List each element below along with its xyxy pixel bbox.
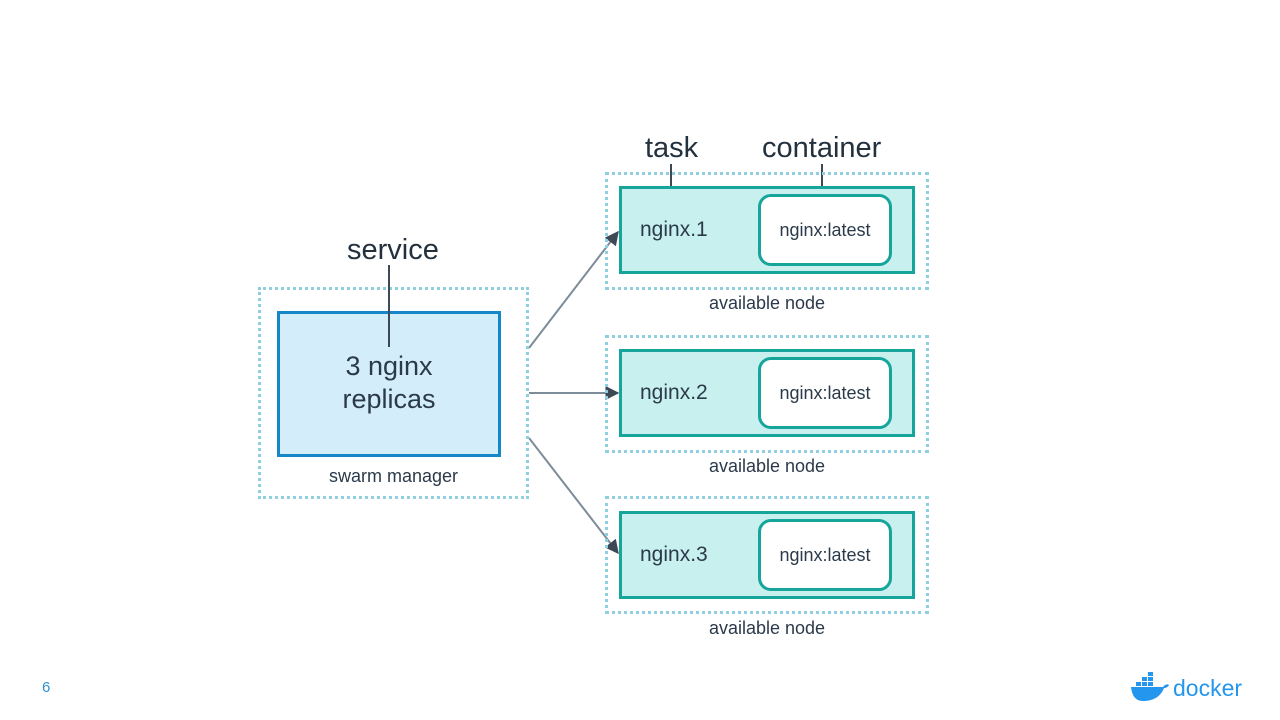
container-label-1: nginx:latest [779,220,871,240]
container-label-3: nginx:latest [779,545,871,565]
node-caption-1: available node [708,293,826,313]
service-callout: service [347,234,439,266]
service-callout-line [388,265,390,347]
task-label-1: nginx.1 [640,218,708,241]
service-description: 3 nginx replicas [277,350,501,416]
container-box-2 [758,357,892,429]
task-callout: task [645,132,699,164]
service-line-2: replicas [342,384,436,414]
service-line-1: 3 nginx [345,351,433,381]
swarm-manager-frame [258,287,529,499]
docker-logo-text: docker [1173,675,1243,701]
container-callout: container [762,132,882,164]
node-frame-3 [605,496,929,614]
arrow-to-node-1 [528,230,619,349]
page-number: 6 [42,679,51,696]
node-frame-2 [605,335,929,453]
container-label-2: nginx:latest [779,383,871,403]
node-caption-3: available node [708,618,826,638]
task-label-2: nginx.2 [640,381,708,404]
swarm-manager-caption: swarm manager [328,466,459,486]
node-frame-1 [605,172,929,290]
container-box-3 [758,519,892,591]
docker-whale-icon [1131,672,1169,701]
task-label-3: nginx.3 [640,543,708,566]
container-box-1 [758,194,892,266]
arrow-to-node-3 [528,437,619,555]
node-caption-2: available node [708,456,826,476]
